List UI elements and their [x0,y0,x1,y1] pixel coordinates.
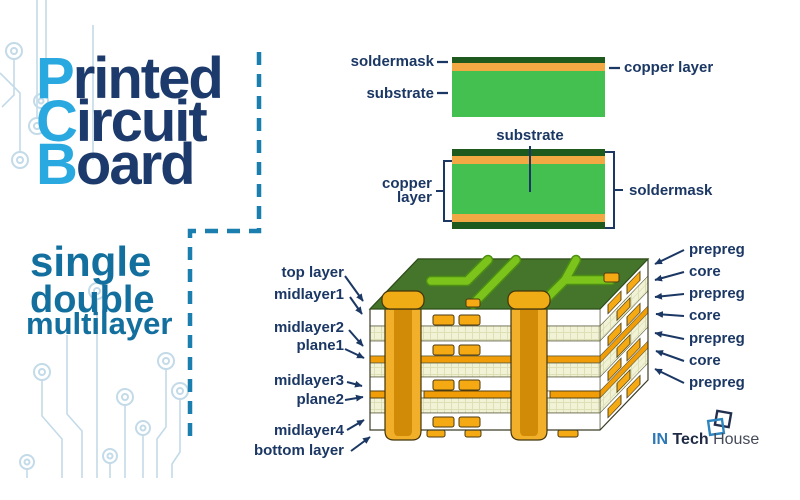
subtitle-double: double [30,279,155,321]
multilayer-label-core-3: core [689,352,721,369]
single-soldermask-label: soldermask [350,53,434,70]
multilayer-label-plane2: plane2 [296,391,344,408]
multilayer-label-midlayer1: midlayer1 [273,286,344,303]
double-layer-stack [436,146,623,229]
multilayer-label-core-1: core [689,263,721,280]
multilayer-label-midlayer3: midlayer3 [273,372,344,389]
title-accent-b: B [36,132,78,197]
title-line-circuit: Circuit [36,89,208,154]
single-layer-stack [437,57,620,117]
decoration-circuit-traces [0,0,189,478]
multilayer-label-core-2: core [689,307,721,324]
double-substrate-label: substrate [496,127,564,144]
multilayer-label-midlayer2: midlayer2 [273,319,344,336]
single-substrate-label: substrate [366,85,434,102]
multilayer-label-bottom-layer: bottom layer [253,442,344,459]
single-copper-label: copper layer [624,59,714,76]
double-layer-brackets [436,146,623,229]
multilayer-label-top-layer: top layer [281,264,344,281]
logo-in: IN [652,431,668,448]
title-line-printed: Printed [36,46,224,111]
pcb-stack-3d [368,254,650,441]
via-left [384,308,422,441]
title-line-board: Board [36,132,196,197]
multilayer-label-prepreg-3: prepreg [689,330,745,347]
multilayer-label-prepreg-4: prepreg [689,374,745,391]
arrows-left [344,275,371,452]
intechhouse-logo-icon [706,409,733,437]
arrows-right [654,249,685,384]
title-accent-p: P [36,46,75,111]
title-accent-c: C [36,89,78,154]
multilayer-label-midlayer4: midlayer4 [273,422,344,439]
dashed-connector [187,52,262,437]
double-soldermask-label: soldermask [629,182,713,199]
subtitle-single: single [30,238,152,285]
multilayer-label-plane1: plane1 [296,337,344,354]
via-right [510,308,548,441]
intechhouse-logo-text: IN Tech House [652,431,759,449]
logo-tech: Tech [672,431,709,448]
multilayer-label-prepreg-1: prepreg [689,241,745,258]
top-face [368,254,650,310]
subtitle-multilayer: multilayer [26,306,173,341]
logo-house: House [713,431,760,448]
multilayer-label-prepreg-2: prepreg [689,285,745,302]
